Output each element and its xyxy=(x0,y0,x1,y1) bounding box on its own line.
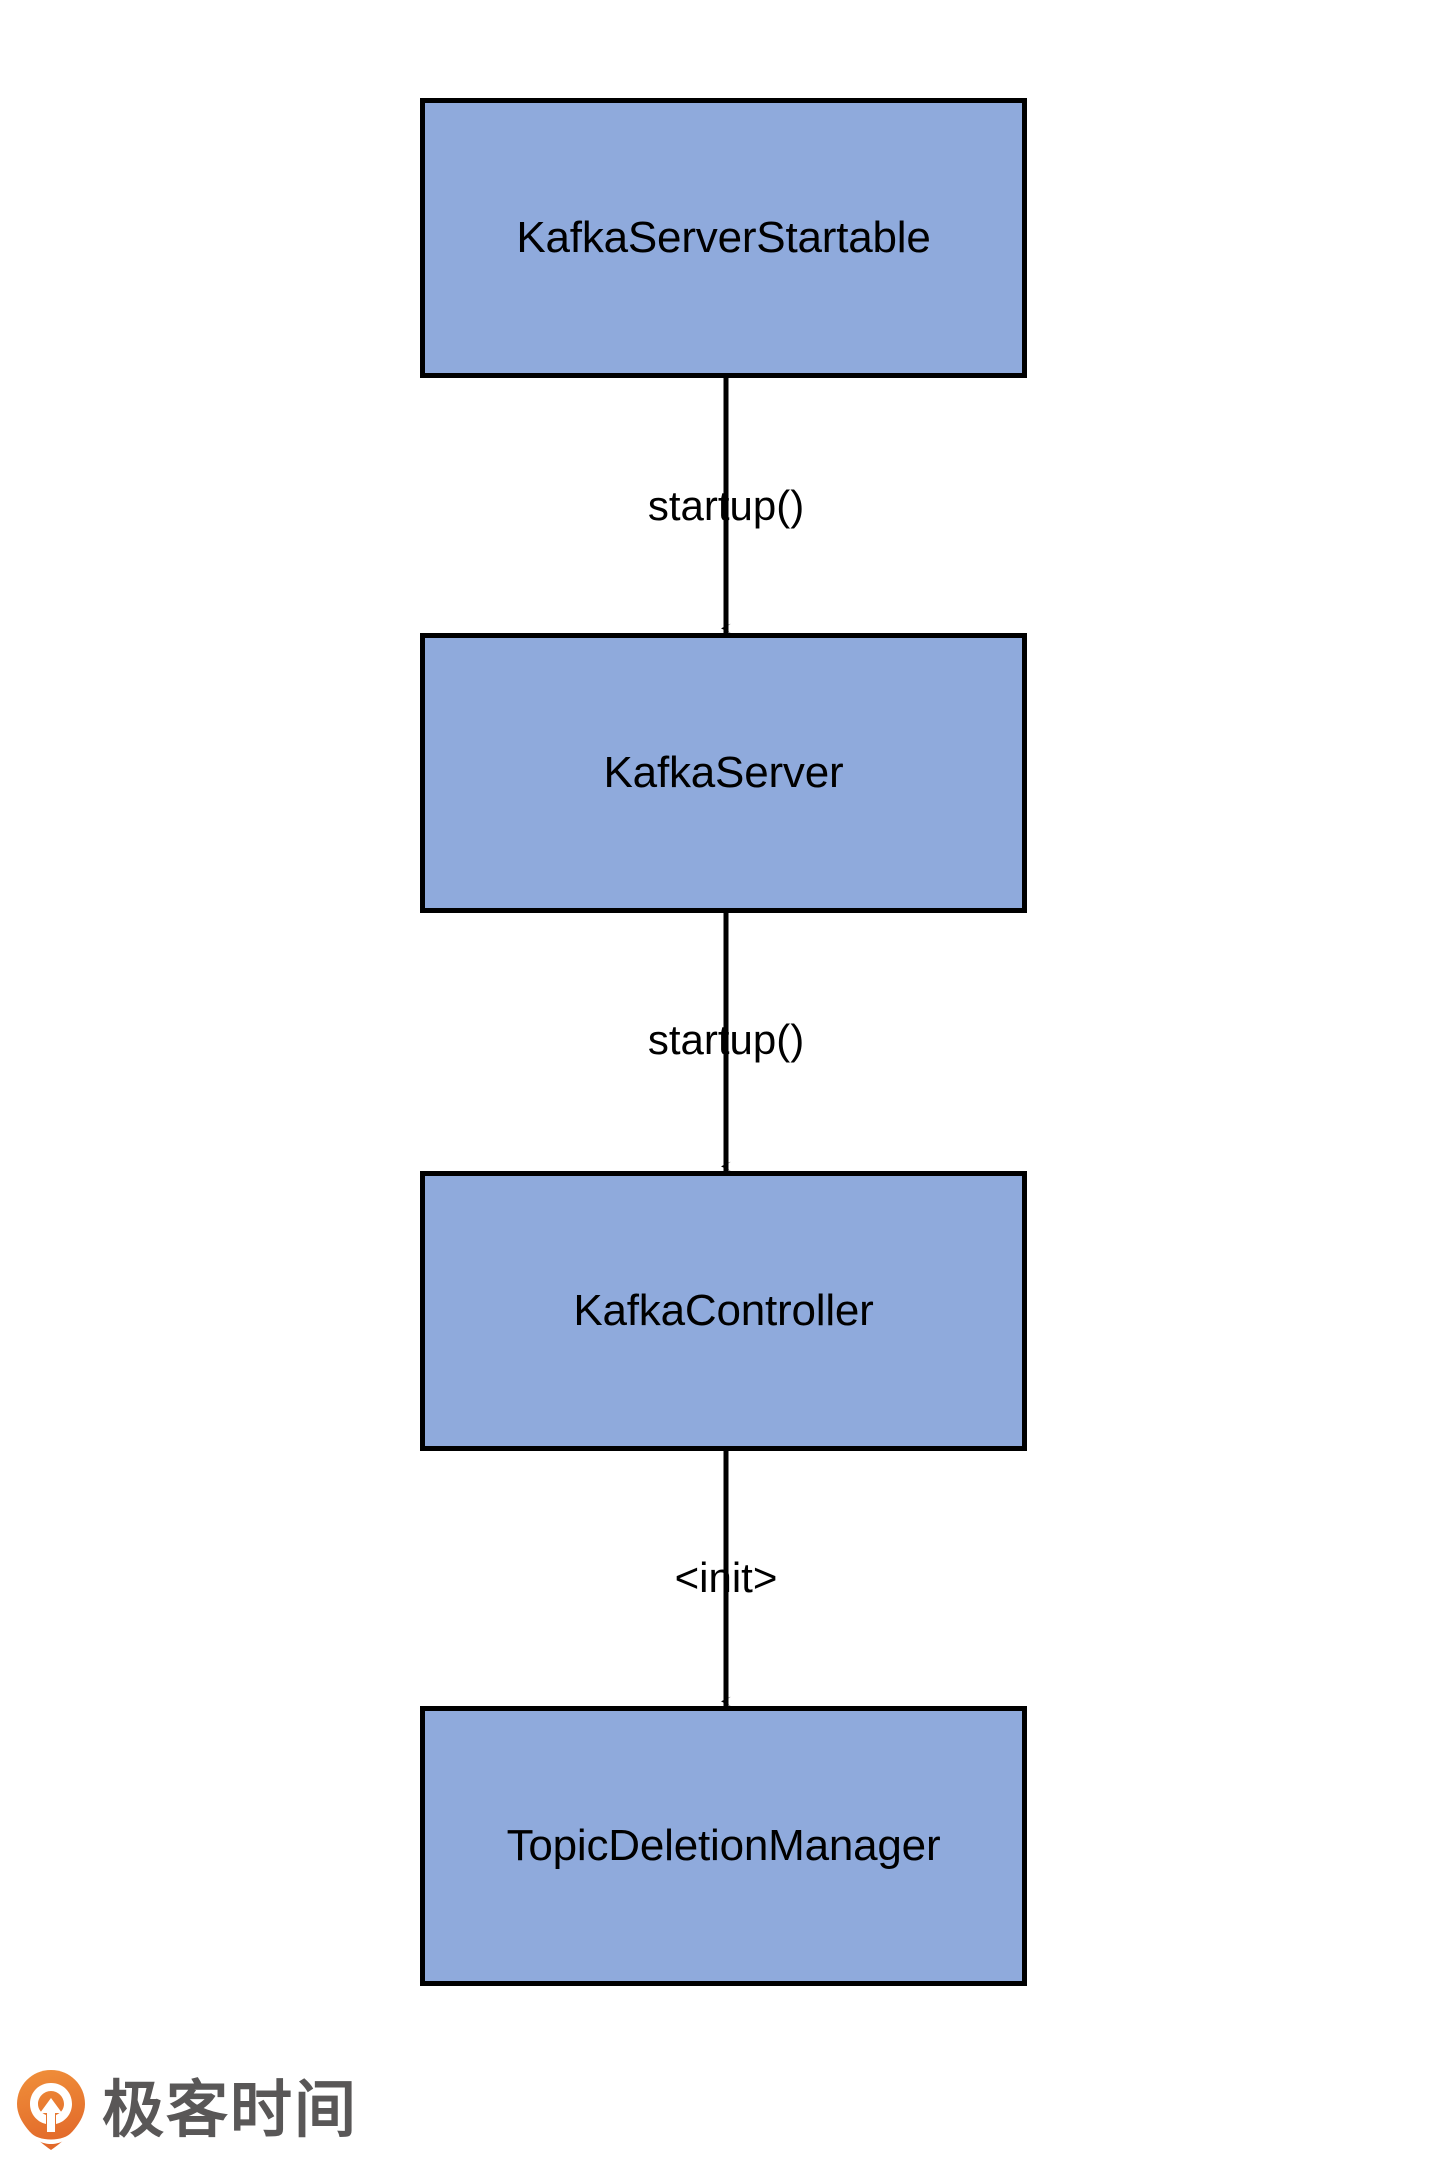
edge-label-startup-1: startup() xyxy=(647,482,805,529)
edge-label-startup-2: startup() xyxy=(647,1016,805,1063)
geektime-logo-icon xyxy=(14,2068,88,2152)
node-label: KafkaController xyxy=(573,1286,874,1335)
edge-label-init: <init> xyxy=(674,1554,778,1601)
node-label: KafkaServerStartable xyxy=(516,213,931,262)
node-kafka-server-startable[interactable]: KafkaServerStartable xyxy=(420,98,1027,378)
node-kafka-controller[interactable]: KafkaController xyxy=(420,1171,1027,1451)
footer-logo: 极客时间 xyxy=(14,2068,358,2152)
node-label: KafkaServer xyxy=(603,748,844,797)
node-label: TopicDeletionManager xyxy=(506,1821,941,1870)
node-kafka-server[interactable]: KafkaServer xyxy=(420,633,1027,913)
node-topic-deletion-manager[interactable]: TopicDeletionManager xyxy=(420,1706,1027,1986)
footer-logo-text: 极客时间 xyxy=(102,2073,359,2146)
